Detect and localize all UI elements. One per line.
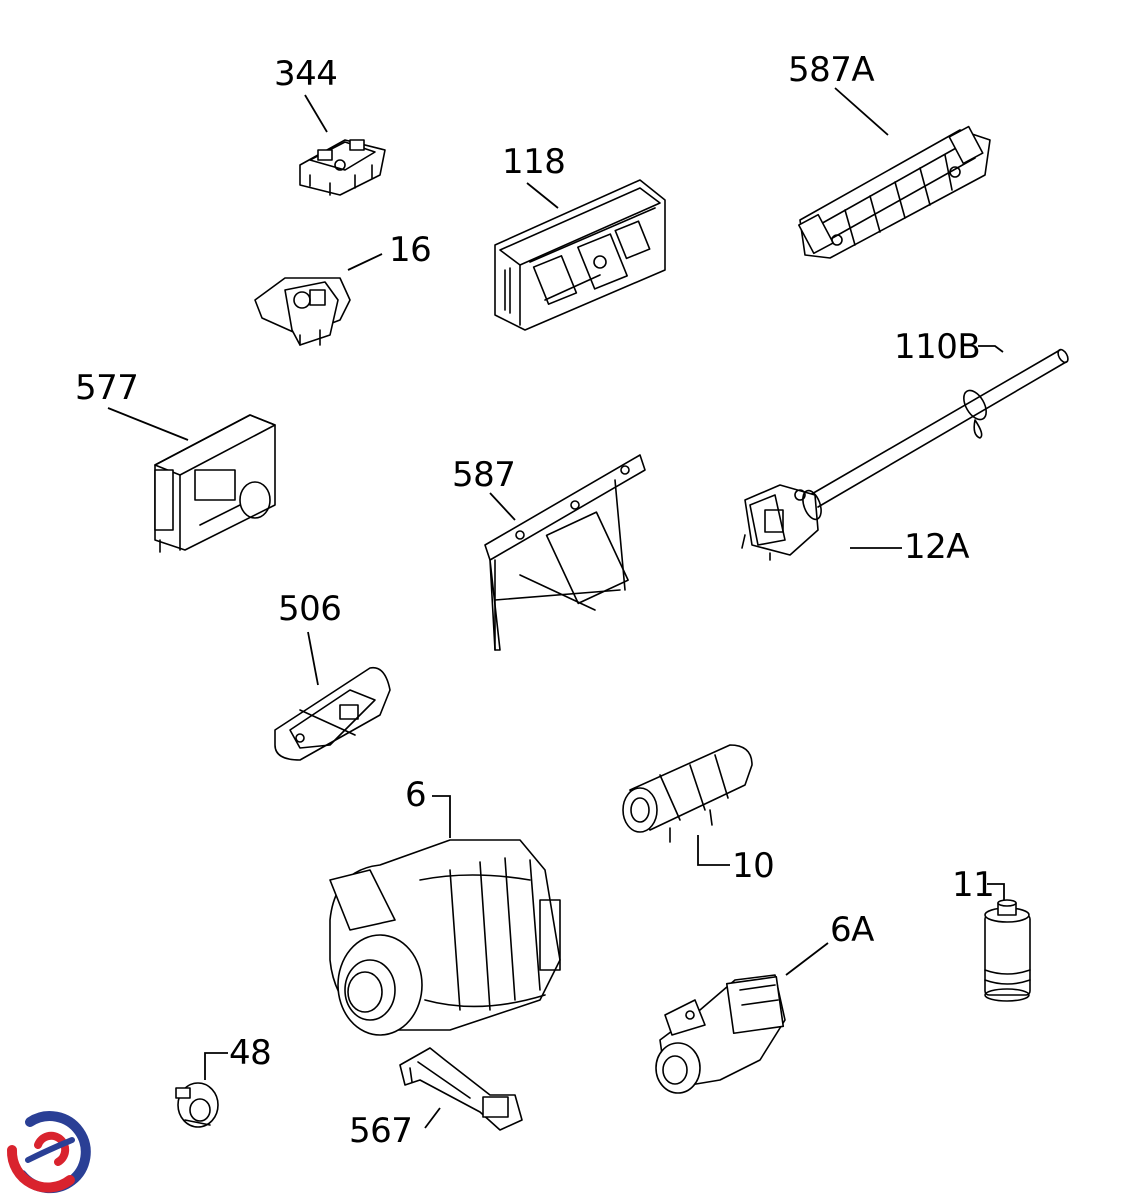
part-577-housing: [154, 414, 276, 553]
part-label-16: 16: [389, 230, 432, 270]
leader-6A: [785, 942, 829, 976]
part-label-11: 11: [952, 865, 995, 905]
part-label-587A: 587A: [788, 50, 875, 90]
part-11-cylinder: [984, 899, 1031, 1002]
part-6A-drain-pump: [655, 974, 786, 1094]
part-label-6: 6: [405, 775, 427, 815]
leader-506: [307, 631, 319, 686]
leader-567: [424, 1107, 441, 1129]
part-label-577: 577: [75, 368, 139, 408]
leader-16: [347, 253, 383, 271]
part-587A-bracket: [797, 125, 991, 259]
part-6-pump-motor: [329, 839, 561, 1036]
leader-577: [107, 407, 189, 441]
part-344-switch: [299, 139, 386, 196]
leader-10: [697, 835, 730, 866]
part-label-12A: 12A: [904, 527, 970, 567]
part-label-567: 567: [349, 1111, 413, 1151]
part-48-plug: [175, 1082, 219, 1128]
part-label-6A: 6A: [830, 910, 874, 950]
leader-344: [304, 94, 328, 133]
leader-6: [432, 795, 451, 838]
part-567-clamp: [399, 1047, 523, 1131]
part-16-door-lock: [254, 277, 351, 346]
leader-110B: [978, 345, 1004, 353]
brand-swirl-icon: [6, 1111, 91, 1194]
part-label-506: 506: [278, 589, 342, 629]
leader-lines: [107, 87, 1005, 1129]
part-110B-tube: [809, 348, 1069, 508]
part-506-float-switch: [274, 666, 391, 761]
part-12A-sensor: [741, 484, 822, 561]
leader-11: [987, 883, 1005, 903]
leader-587A: [834, 87, 889, 136]
part-label-118: 118: [502, 142, 566, 182]
part-label-10: 10: [732, 846, 775, 886]
part-label-110B: 110B: [894, 327, 981, 367]
part-118-control-module: [494, 179, 666, 331]
part-label-587: 587: [452, 455, 516, 495]
leader-118: [526, 182, 559, 209]
leader-587: [489, 492, 516, 521]
part-10-heater: [622, 744, 753, 843]
leader-48: [204, 1052, 228, 1080]
part-label-344: 344: [274, 54, 338, 94]
part-label-48: 48: [229, 1033, 272, 1073]
part-587-frame: [484, 454, 646, 651]
